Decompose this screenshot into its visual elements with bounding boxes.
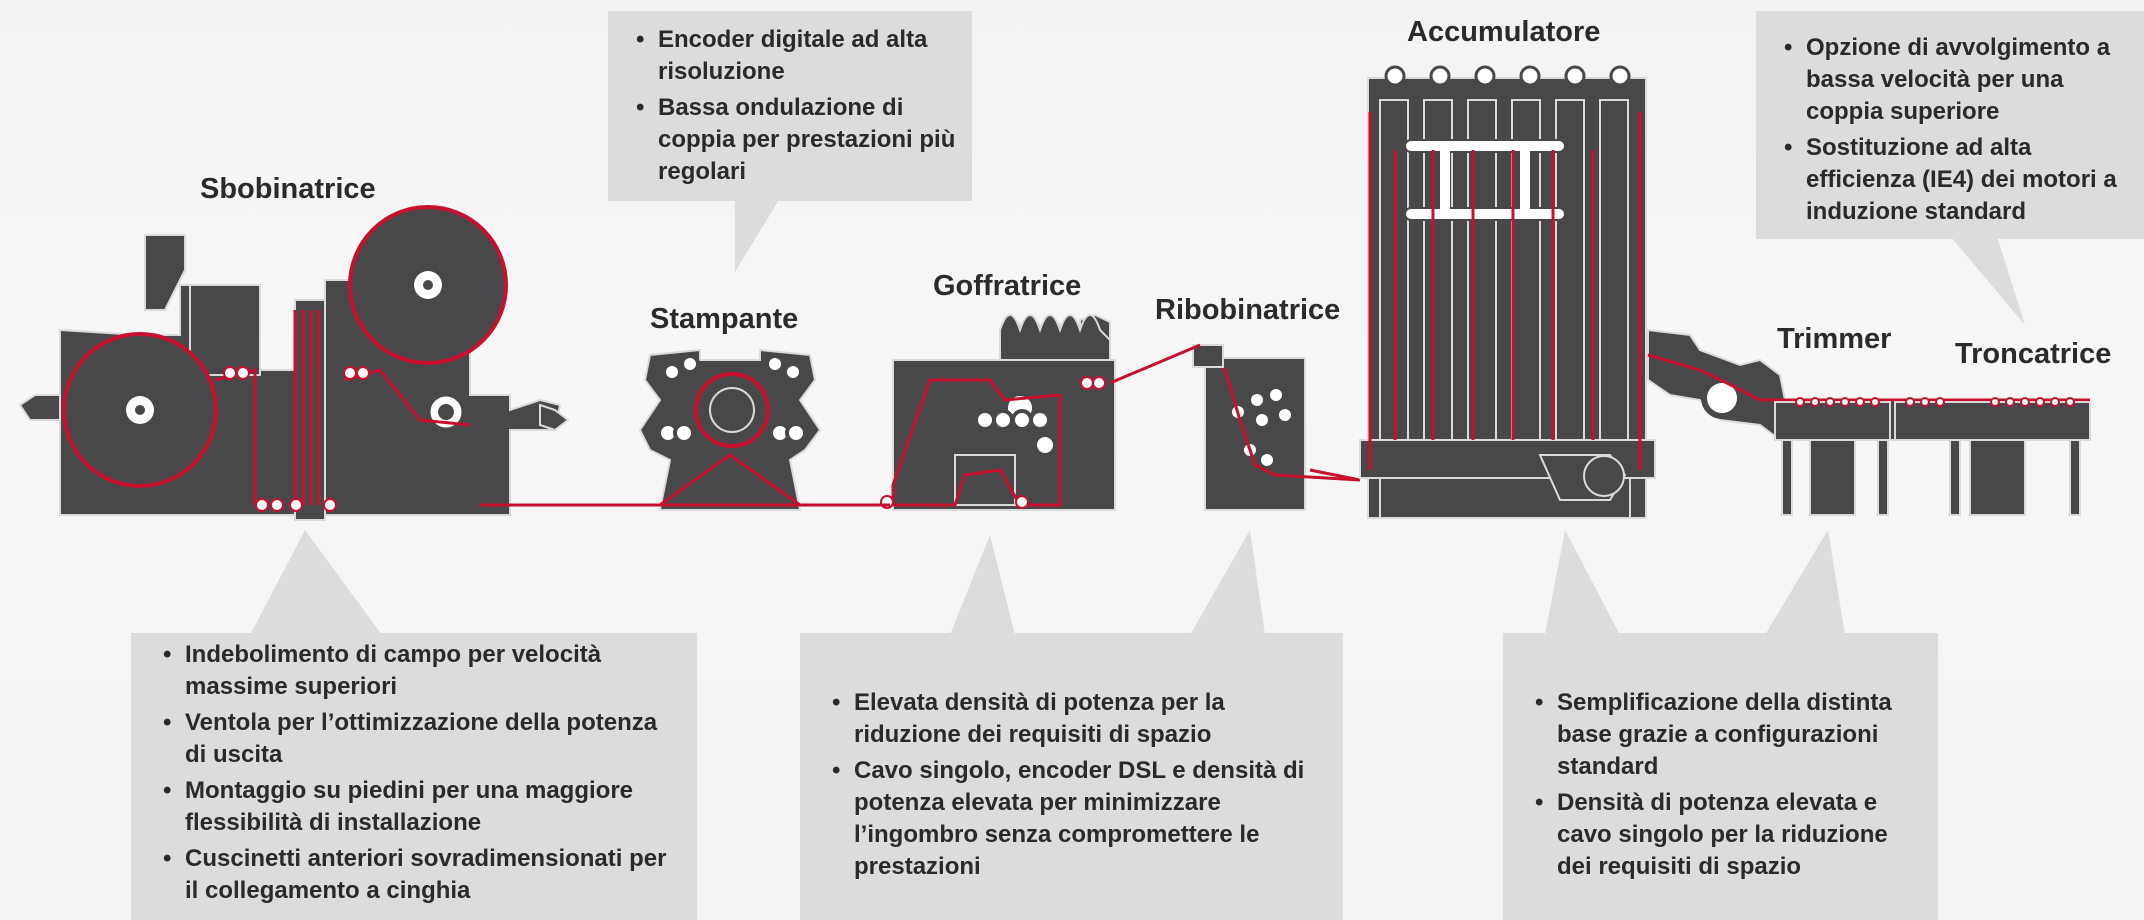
callout-item: Opzione di avvolgimento a bassa velocità…	[1782, 32, 2144, 128]
callout-item: Sostituzione ad alta efficienza (IE4) de…	[1782, 132, 2144, 228]
sbobinatrice-machine	[18, 205, 570, 521]
callout-item: Bassa ondulazione di coppia per prestazi…	[634, 92, 956, 188]
callout-item: Densità di potenza elevata e cavo singol…	[1533, 787, 1918, 883]
ribobinatrice-machine	[1192, 344, 1361, 511]
callout-item: Semplificazione della distinta base graz…	[1533, 687, 1918, 783]
callout-item: Indebolimento di campo per velocità mass…	[161, 639, 677, 703]
label-stampante: Stampante	[650, 303, 799, 335]
callout-troncatrice: Opzione di avvolgimento a bassa velocità…	[1756, 11, 2144, 239]
goffratrice-machine	[880, 313, 1116, 511]
stampante-machine	[638, 348, 822, 511]
label-ribobinatrice: Ribobinatrice	[1155, 294, 1341, 326]
label-troncatrice: Troncatrice	[1955, 338, 2112, 370]
callout-item: Encoder digitale ad alta risoluzione	[634, 24, 956, 88]
callout-sbobinatrice: Indebolimento di campo per velocità mass…	[131, 633, 697, 920]
callout-item: Cavo singolo, encoder DSL e densità di p…	[830, 755, 1319, 883]
label-sbobinatrice: Sbobinatrice	[200, 173, 376, 205]
callout-item: Ventola per l’ottimizzazione della poten…	[161, 707, 677, 771]
callout-item: Elevata densità di potenza per la riduzi…	[830, 687, 1319, 751]
web-path-connector	[480, 343, 1361, 507]
label-trimmer: Trimmer	[1777, 323, 1892, 355]
label-goffratrice: Goffratrice	[933, 270, 1082, 302]
callout-pointers	[250, 190, 2025, 635]
accumulatore-machine	[1359, 65, 1656, 519]
troncatrice-machine	[1795, 397, 2091, 516]
callout-item: Cuscinetti anteriori sovradimensionati p…	[161, 843, 677, 907]
label-accumulatore: Accumulatore	[1407, 16, 1601, 48]
callout-accumulatore-trimmer: Semplificazione della distinta base graz…	[1503, 633, 1938, 920]
callout-stampante: Encoder digitale ad alta risoluzione Bas…	[608, 11, 972, 201]
callout-goffratrice-ribobinatrice: Elevata densità di potenza per la riduzi…	[800, 633, 1343, 920]
callout-item: Montaggio su piedini per una maggiore fl…	[161, 775, 677, 839]
